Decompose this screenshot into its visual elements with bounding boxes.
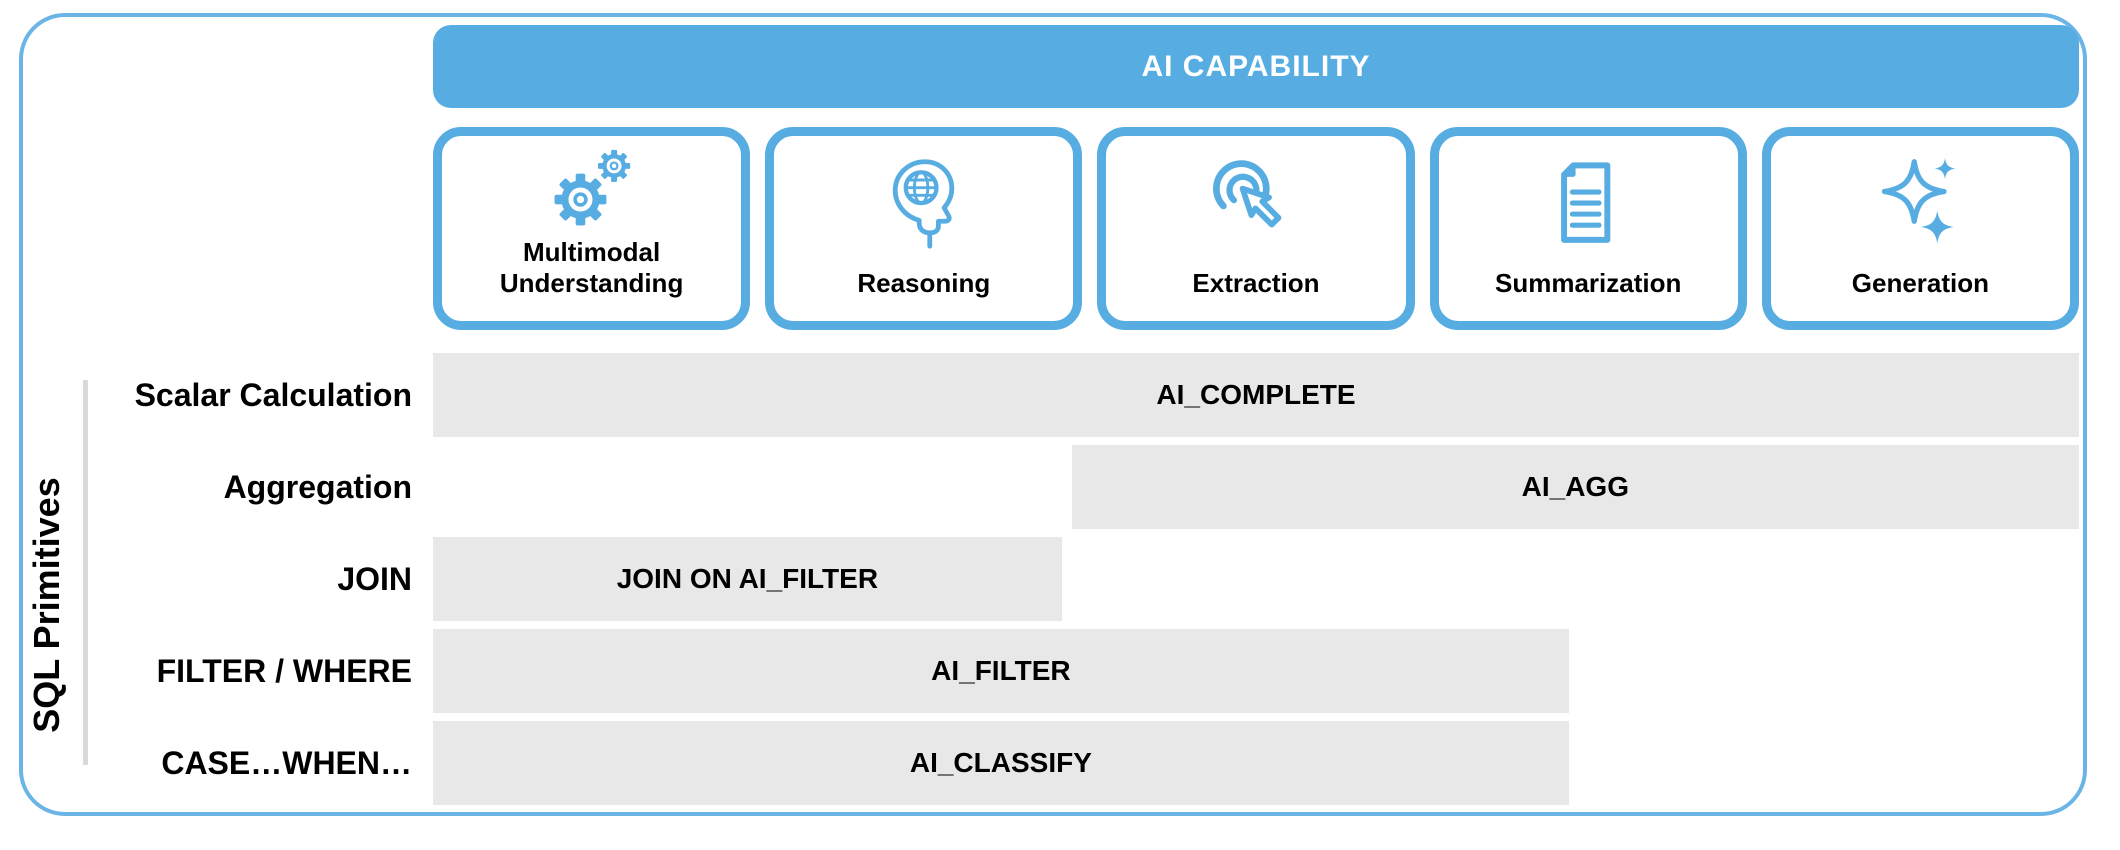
capability-card-summarization: Summarization bbox=[1429, 127, 1747, 330]
bar-join-on-ai-filter: JOIN ON AI_FILTER bbox=[433, 537, 1062, 621]
ai-capability-header: AI CAPABILITY bbox=[433, 25, 2079, 108]
row-label-aggregation: Aggregation bbox=[223, 469, 412, 505]
row-label-filter-where: FILTER / WHERE bbox=[156, 653, 412, 689]
capability-label: Generation bbox=[1851, 267, 1990, 298]
capability-label: Reasoning bbox=[857, 267, 991, 298]
bar-ai-complete: AI_COMPLETE bbox=[433, 353, 2079, 437]
capability-card-multimodal-understanding: Multimodal Understanding bbox=[433, 127, 751, 330]
click-cursor-icon bbox=[1208, 136, 1304, 268]
capability-card-generation: Generation bbox=[1761, 127, 2080, 330]
row-label-scalar-calculation: Scalar Calculation bbox=[134, 377, 412, 413]
axis-divider-line bbox=[83, 380, 88, 765]
reasoning-head-icon bbox=[876, 136, 972, 268]
document-icon bbox=[1542, 136, 1634, 268]
bar-ai-classify: AI_CLASSIFY bbox=[433, 721, 1569, 805]
capability-label: Summarization bbox=[1495, 267, 1682, 298]
capability-card-reasoning: Reasoning bbox=[765, 127, 1083, 330]
gears-icon bbox=[544, 136, 640, 237]
row-label-join: JOIN bbox=[337, 561, 412, 597]
row-labels: Scalar Calculation Aggregation JOIN FILT… bbox=[100, 353, 412, 813]
matrix-bars: AI_COMPLETE AI_AGG JOIN ON AI_FILTER AI_… bbox=[433, 353, 2079, 813]
bar-ai-agg: AI_AGG bbox=[1071, 445, 2079, 529]
capability-card-extraction: Extraction bbox=[1097, 127, 1415, 330]
sql-primitives-axis-label: SQL Primitives bbox=[26, 477, 67, 733]
capability-label: Multimodal Understanding bbox=[499, 236, 684, 298]
bar-ai-filter: AI_FILTER bbox=[433, 629, 1569, 713]
capability-cards: Multimodal Understanding Reasoning Extra… bbox=[433, 127, 2080, 330]
row-label-case-when: CASE…WHEN… bbox=[161, 745, 412, 781]
sparkles-icon bbox=[1872, 136, 1968, 268]
ai-capability-title: AI CAPABILITY bbox=[1141, 49, 1371, 83]
capability-label: Extraction bbox=[1192, 267, 1320, 298]
